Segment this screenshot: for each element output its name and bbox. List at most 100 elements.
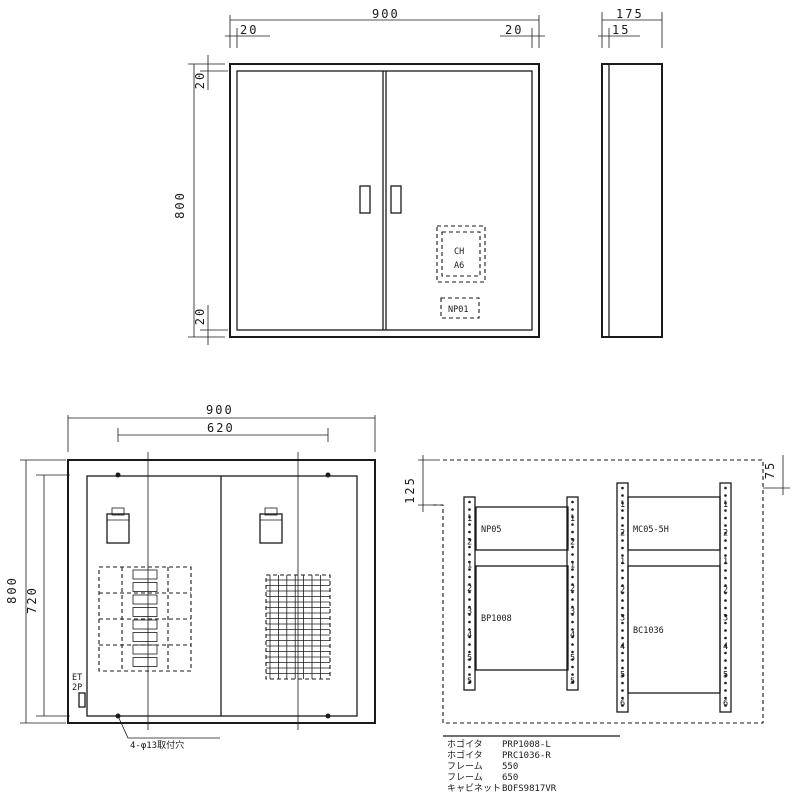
rail-hole: [571, 523, 574, 526]
interior-inner-panel: [86, 475, 358, 717]
rail-hole: [571, 620, 574, 624]
rail-hole: [621, 644, 624, 647]
rail-number: 4: [723, 642, 728, 652]
rail-hole: [724, 629, 727, 632]
rail-number: 1: [467, 561, 472, 571]
rail-number: 2: [467, 537, 472, 547]
hole-leader-line: [117, 715, 220, 739]
rail-number: 4: [620, 642, 625, 652]
et-label: ET: [72, 673, 82, 683]
breaker-slot: [132, 594, 158, 605]
rail-hole: [621, 576, 624, 580]
np05-panel: [475, 506, 569, 551]
2p-label: 2P: [72, 683, 82, 693]
rail-number: 1: [467, 514, 472, 524]
interior-view: 900 620 800 720 4-φ13取付穴: [5, 403, 376, 751]
part-code: 650: [502, 773, 518, 783]
rail-hole: [571, 628, 574, 631]
rail-hole: [468, 553, 471, 556]
interior-width-dim: 900: [206, 403, 234, 417]
hole-note: 4-φ13取付穴: [130, 739, 184, 751]
rail-hole: [468, 598, 471, 601]
rail-hole: [571, 583, 574, 586]
rail-hole: [571, 605, 574, 609]
front-top-margin-dim: 20: [193, 71, 207, 89]
rail-hole: [571, 598, 574, 601]
rail-body: [616, 482, 629, 713]
rail-hole: [468, 605, 471, 609]
rail-hole: [571, 538, 574, 541]
np01-nameplate: [440, 297, 480, 319]
mc05-5h-label: MC05-5H: [633, 525, 669, 535]
rail-hole: [571, 665, 574, 669]
rail-hole: [724, 689, 727, 692]
rail-number: 1: [570, 514, 575, 524]
bp1008-label: BP1008: [481, 614, 512, 624]
rail-number: 4: [467, 630, 472, 640]
left-breaker-block: [98, 566, 192, 672]
mounting-left-dim: 125: [403, 476, 417, 504]
rail-hole: [468, 635, 471, 639]
rail-hole: [571, 500, 574, 504]
right-breaker-icon: [259, 507, 283, 544]
mounting-hole: [325, 713, 331, 719]
rail-hole: [724, 651, 727, 655]
mounting-right-dim: 75: [763, 461, 777, 479]
rail-hole: [571, 560, 574, 564]
rail-hole: [468, 613, 471, 616]
rail-hole: [571, 553, 574, 556]
cabinet-inner-frame: [236, 70, 533, 331]
rail-number: 6: [620, 699, 625, 709]
rail-hole: [468, 590, 471, 594]
rail-hole: [621, 584, 624, 587]
rail-hole: [468, 643, 471, 646]
ch-label: CH: [454, 247, 464, 257]
rail-hole: [621, 621, 624, 625]
rail-hole: [468, 620, 471, 624]
rail-hole: [621, 539, 624, 542]
rail-number: 2: [570, 537, 575, 547]
ch-a6-window-inner: [441, 231, 481, 277]
rail-hole: [724, 554, 727, 557]
front-right-margin-dim: 20: [505, 23, 523, 37]
rail-hole: [621, 524, 624, 527]
rail-hole: [621, 606, 624, 610]
part-code: 550: [502, 762, 518, 772]
rail-number: 3: [620, 614, 625, 624]
rail-hole: [571, 650, 574, 654]
rail-number: 3: [467, 607, 472, 617]
rail-hole: [468, 665, 471, 669]
rail-hole: [621, 689, 624, 692]
rail-hole: [571, 635, 574, 639]
right-door-handle: [390, 185, 402, 214]
mounting-hole: [115, 472, 121, 478]
rail-hole: [724, 524, 727, 527]
rail-number: 1: [723, 557, 728, 567]
ch-a6-window: [436, 225, 486, 283]
part-code: PRC1036-R: [502, 751, 551, 761]
part-code: BOFS9817VR: [502, 784, 557, 794]
rail-hole: [621, 674, 624, 677]
rail-hole: [468, 500, 471, 504]
rail-number: 2: [723, 585, 728, 595]
rail-number: 2: [570, 584, 575, 594]
rail-number: 4: [570, 630, 575, 640]
rail-number: 5: [723, 671, 728, 681]
rail-hole: [724, 509, 727, 512]
rail-number: 1: [570, 561, 575, 571]
rail-hole: [724, 561, 727, 565]
rail-number: 1: [620, 500, 625, 510]
rail-number: 2: [723, 528, 728, 538]
interior-outer-frame: [67, 459, 376, 724]
rail-number: 5: [467, 654, 472, 664]
rail-hole: [571, 515, 574, 519]
rail-hole: [724, 606, 727, 610]
rail-hole: [571, 613, 574, 616]
rail-hole: [621, 681, 624, 685]
rail-hole: [571, 590, 574, 594]
rail-hole: [724, 659, 727, 662]
rail-hole: [571, 530, 574, 534]
rail-number: 3: [570, 607, 575, 617]
